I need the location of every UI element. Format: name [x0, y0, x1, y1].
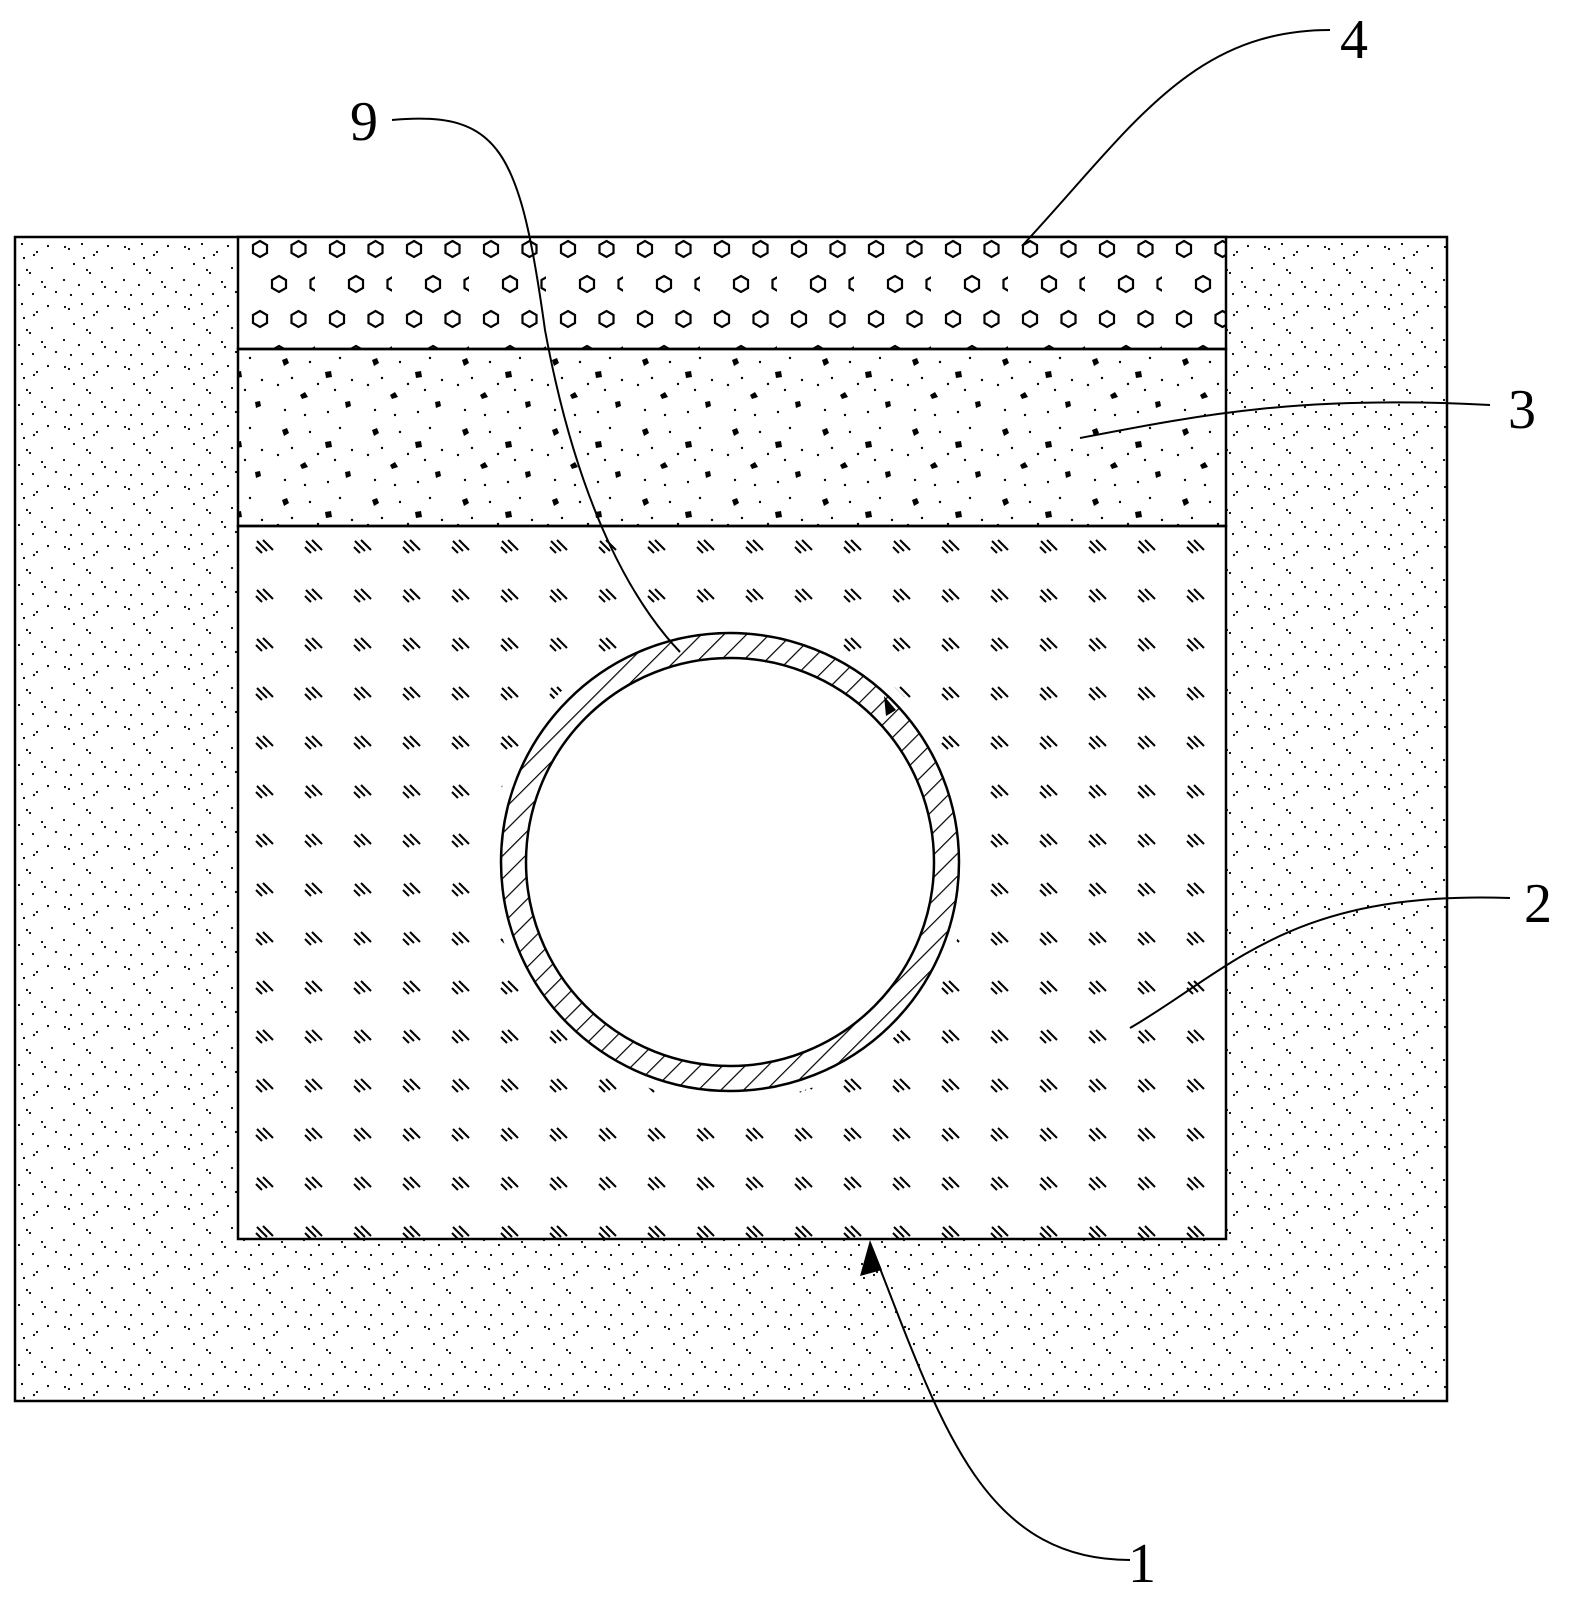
layer-3-gravel [236, 347, 1228, 528]
pipe-bore [524, 656, 936, 1068]
layer-4-surface [236, 235, 1228, 351]
leader-line-1 [871, 1247, 1131, 1561]
label-9: 9 [350, 91, 378, 153]
leader-line-2 [1129, 896, 1511, 1029]
leader-line-3 [1079, 401, 1491, 439]
label-3: 3 [1508, 379, 1536, 441]
label-2: 2 [1524, 873, 1552, 935]
label-4: 4 [1340, 9, 1368, 71]
leader-line-9 [391, 117, 681, 653]
label-1: 1 [1128, 1533, 1156, 1592]
pipe-wall-marker [884, 696, 896, 716]
leader-line-4 [1021, 29, 1331, 247]
leader-arrow-1 [860, 1240, 882, 1276]
